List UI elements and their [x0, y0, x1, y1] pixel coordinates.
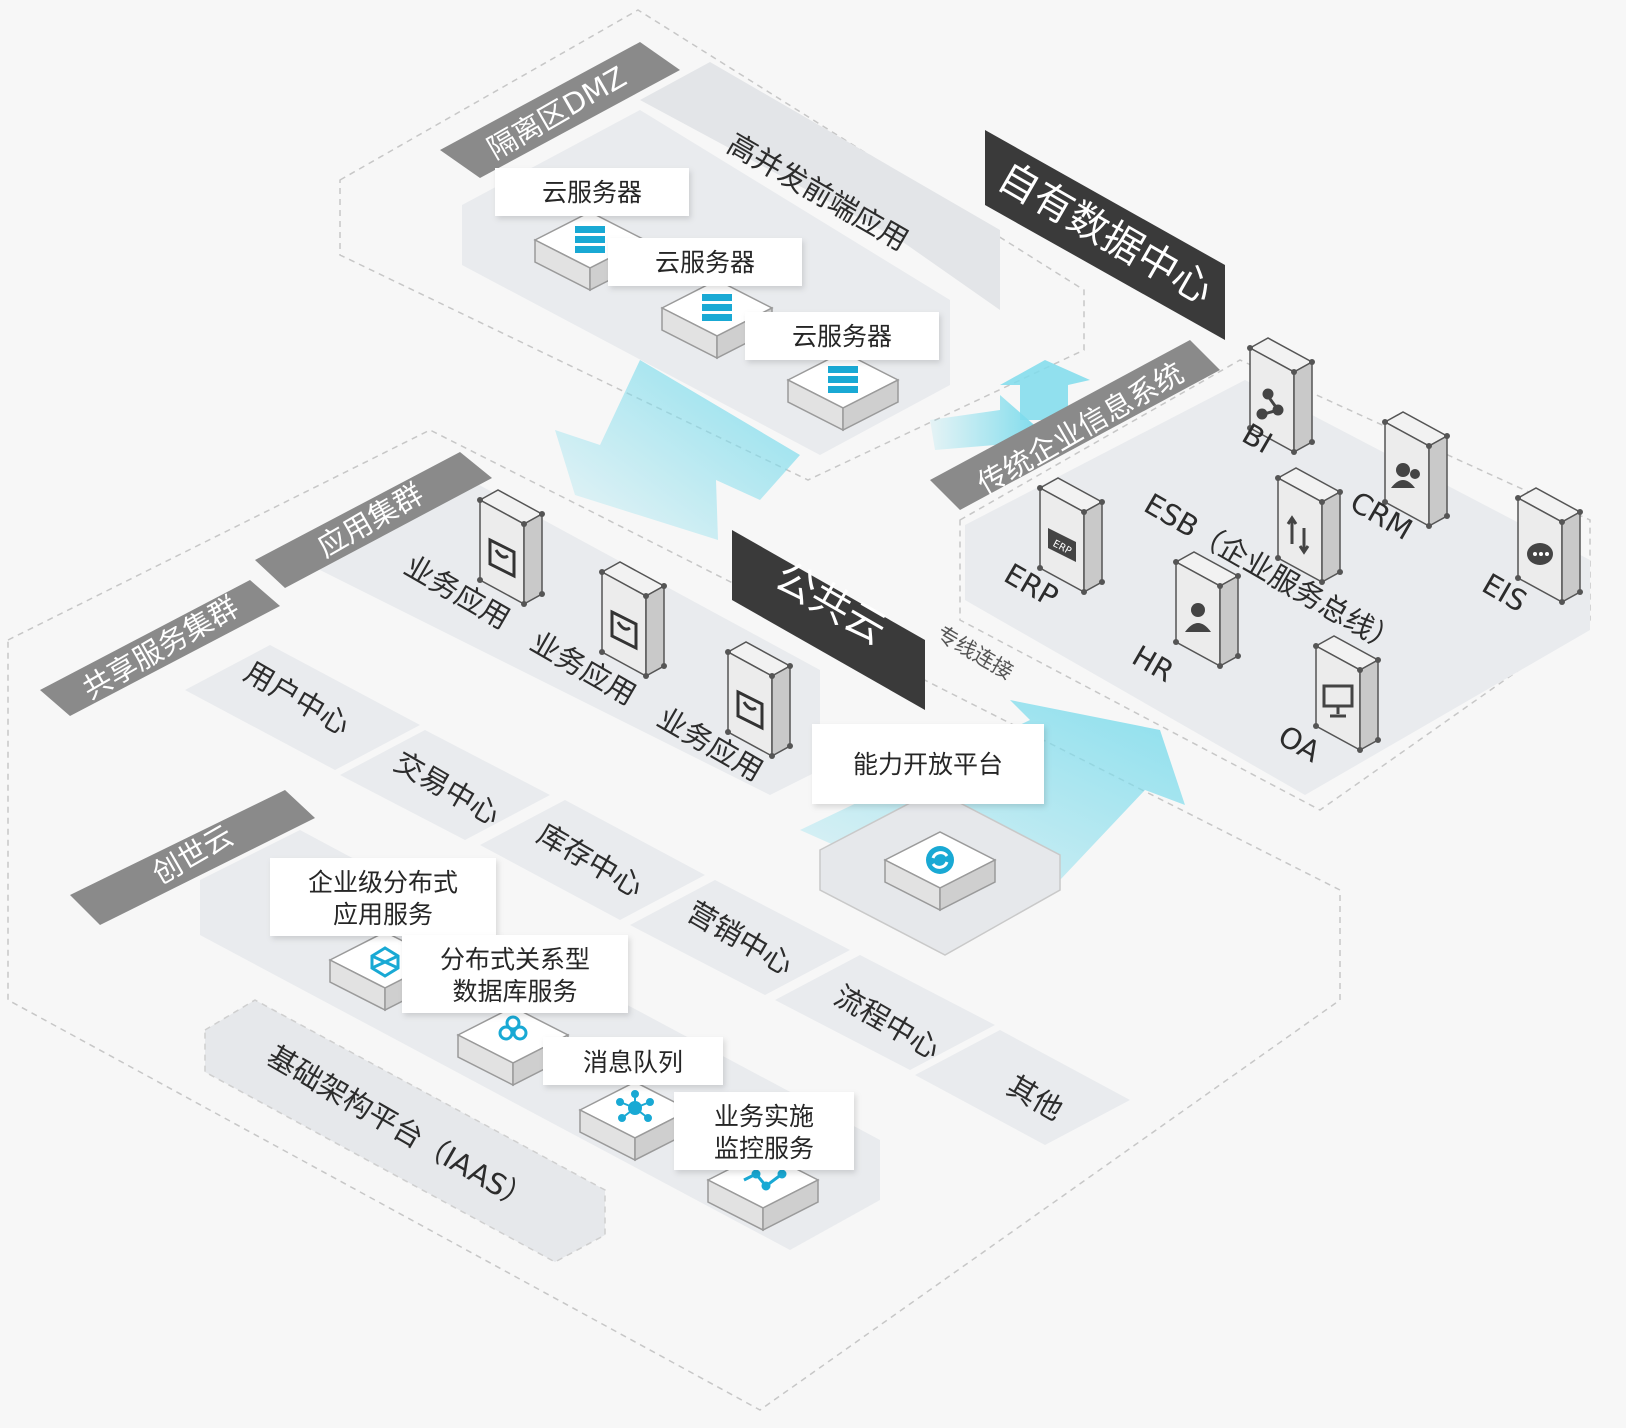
svg-text:云服务器: 云服务器	[542, 178, 642, 207]
people-icon	[1391, 463, 1420, 488]
chat-icon	[1527, 543, 1553, 565]
arrow-dmz-to-app	[555, 360, 800, 540]
dedicated-line-label: 专线连接	[933, 622, 1018, 685]
server-stack-icon	[575, 226, 605, 253]
app-2[interactable]	[598, 561, 668, 680]
open-platform-card: 能力开放平台	[812, 724, 1044, 804]
own-dc-title: 自有数据中心	[990, 154, 1221, 314]
dmz-server-card-1: 云服务器	[495, 168, 689, 216]
svc-card-2: 分布式关系型 数据库服务	[402, 935, 628, 1013]
eis-server[interactable]	[1514, 487, 1584, 606]
app-1[interactable]	[476, 489, 546, 608]
dmz-region	[339, 9, 1085, 481]
hexagons-icon	[498, 1015, 528, 1041]
dmz-server-1[interactable]	[534, 211, 646, 291]
open-platform-box[interactable]	[884, 831, 996, 911]
svg-text:消息队列: 消息队列	[583, 1048, 683, 1077]
svg-text:业务实施: 业务实施	[714, 1102, 814, 1131]
dmz-server-3[interactable]	[787, 351, 899, 431]
cube-icon	[370, 946, 400, 978]
svg-text:企业级分布式: 企业级分布式	[308, 868, 458, 897]
center-other[interactable]: 其他	[915, 1030, 1130, 1145]
svc-box-1[interactable]	[329, 931, 441, 1011]
svg-text:云服务器: 云服务器	[792, 322, 892, 351]
arrow-legacy-up	[1000, 360, 1090, 420]
center-marketing[interactable]: 营销中心	[630, 880, 850, 995]
center-user[interactable]: 用户中心	[185, 645, 420, 770]
iaas-strip	[204, 999, 606, 1263]
shared-tab	[40, 580, 280, 716]
user-icon	[1185, 603, 1211, 632]
svc-box-3[interactable]	[579, 1081, 691, 1161]
svg-text:云服务器: 云服务器	[655, 248, 755, 277]
svc-card-1: 企业级分布式 应用服务	[270, 858, 496, 936]
svg-text:应用服务: 应用服务	[333, 900, 433, 929]
esb-server[interactable]	[1274, 467, 1344, 586]
server-stack-icon	[702, 294, 732, 321]
public-cloud-title-bg	[732, 530, 925, 710]
bi-server[interactable]	[1246, 337, 1316, 456]
svg-text:监控服务: 监控服务	[714, 1134, 814, 1163]
front-app-strip	[640, 62, 1000, 310]
hr-server[interactable]	[1172, 551, 1242, 670]
app-cluster-tab	[255, 452, 492, 588]
svg-text:分布式关系型: 分布式关系型	[440, 945, 590, 974]
shopping-bag-icon	[488, 537, 516, 579]
monitor-icon	[1322, 684, 1354, 718]
svc-box-2[interactable]	[457, 1006, 569, 1086]
shopping-bag-icon	[736, 689, 764, 731]
refresh-icon	[926, 846, 954, 874]
svc-box-4[interactable]	[707, 1151, 819, 1231]
center-inventory[interactable]: 库存中心	[480, 800, 705, 920]
swap-icon	[1286, 515, 1310, 555]
dmz-server-card-2: 云服务器	[608, 238, 802, 286]
share-network-icon	[1256, 388, 1284, 420]
hub-icon	[616, 1090, 654, 1122]
oa-server[interactable]	[1312, 635, 1382, 754]
legacy-tab	[930, 340, 1220, 510]
dmz-tab	[440, 42, 680, 178]
server-stack-icon	[828, 366, 858, 393]
erp-server[interactable]: ERP	[1036, 477, 1106, 596]
shopping-bag-icon	[610, 609, 638, 651]
chuangshi-tab	[70, 790, 315, 925]
svg-text:能力开放平台: 能力开放平台	[853, 750, 1003, 779]
dmz-server-card-3: 云服务器	[745, 312, 939, 360]
crm-server[interactable]	[1381, 411, 1451, 530]
app-cluster-platform	[310, 480, 820, 795]
own-dc-title-bg	[985, 130, 1225, 340]
svc-card-4: 业务实施 监控服务	[674, 1092, 854, 1170]
svg-text:数据库服务: 数据库服务	[452, 977, 577, 1006]
svc-card-3: 消息队列	[543, 1037, 723, 1085]
dmz-server-2[interactable]	[661, 279, 773, 359]
pulse-icon	[743, 1169, 787, 1191]
app-3[interactable]	[724, 641, 794, 760]
